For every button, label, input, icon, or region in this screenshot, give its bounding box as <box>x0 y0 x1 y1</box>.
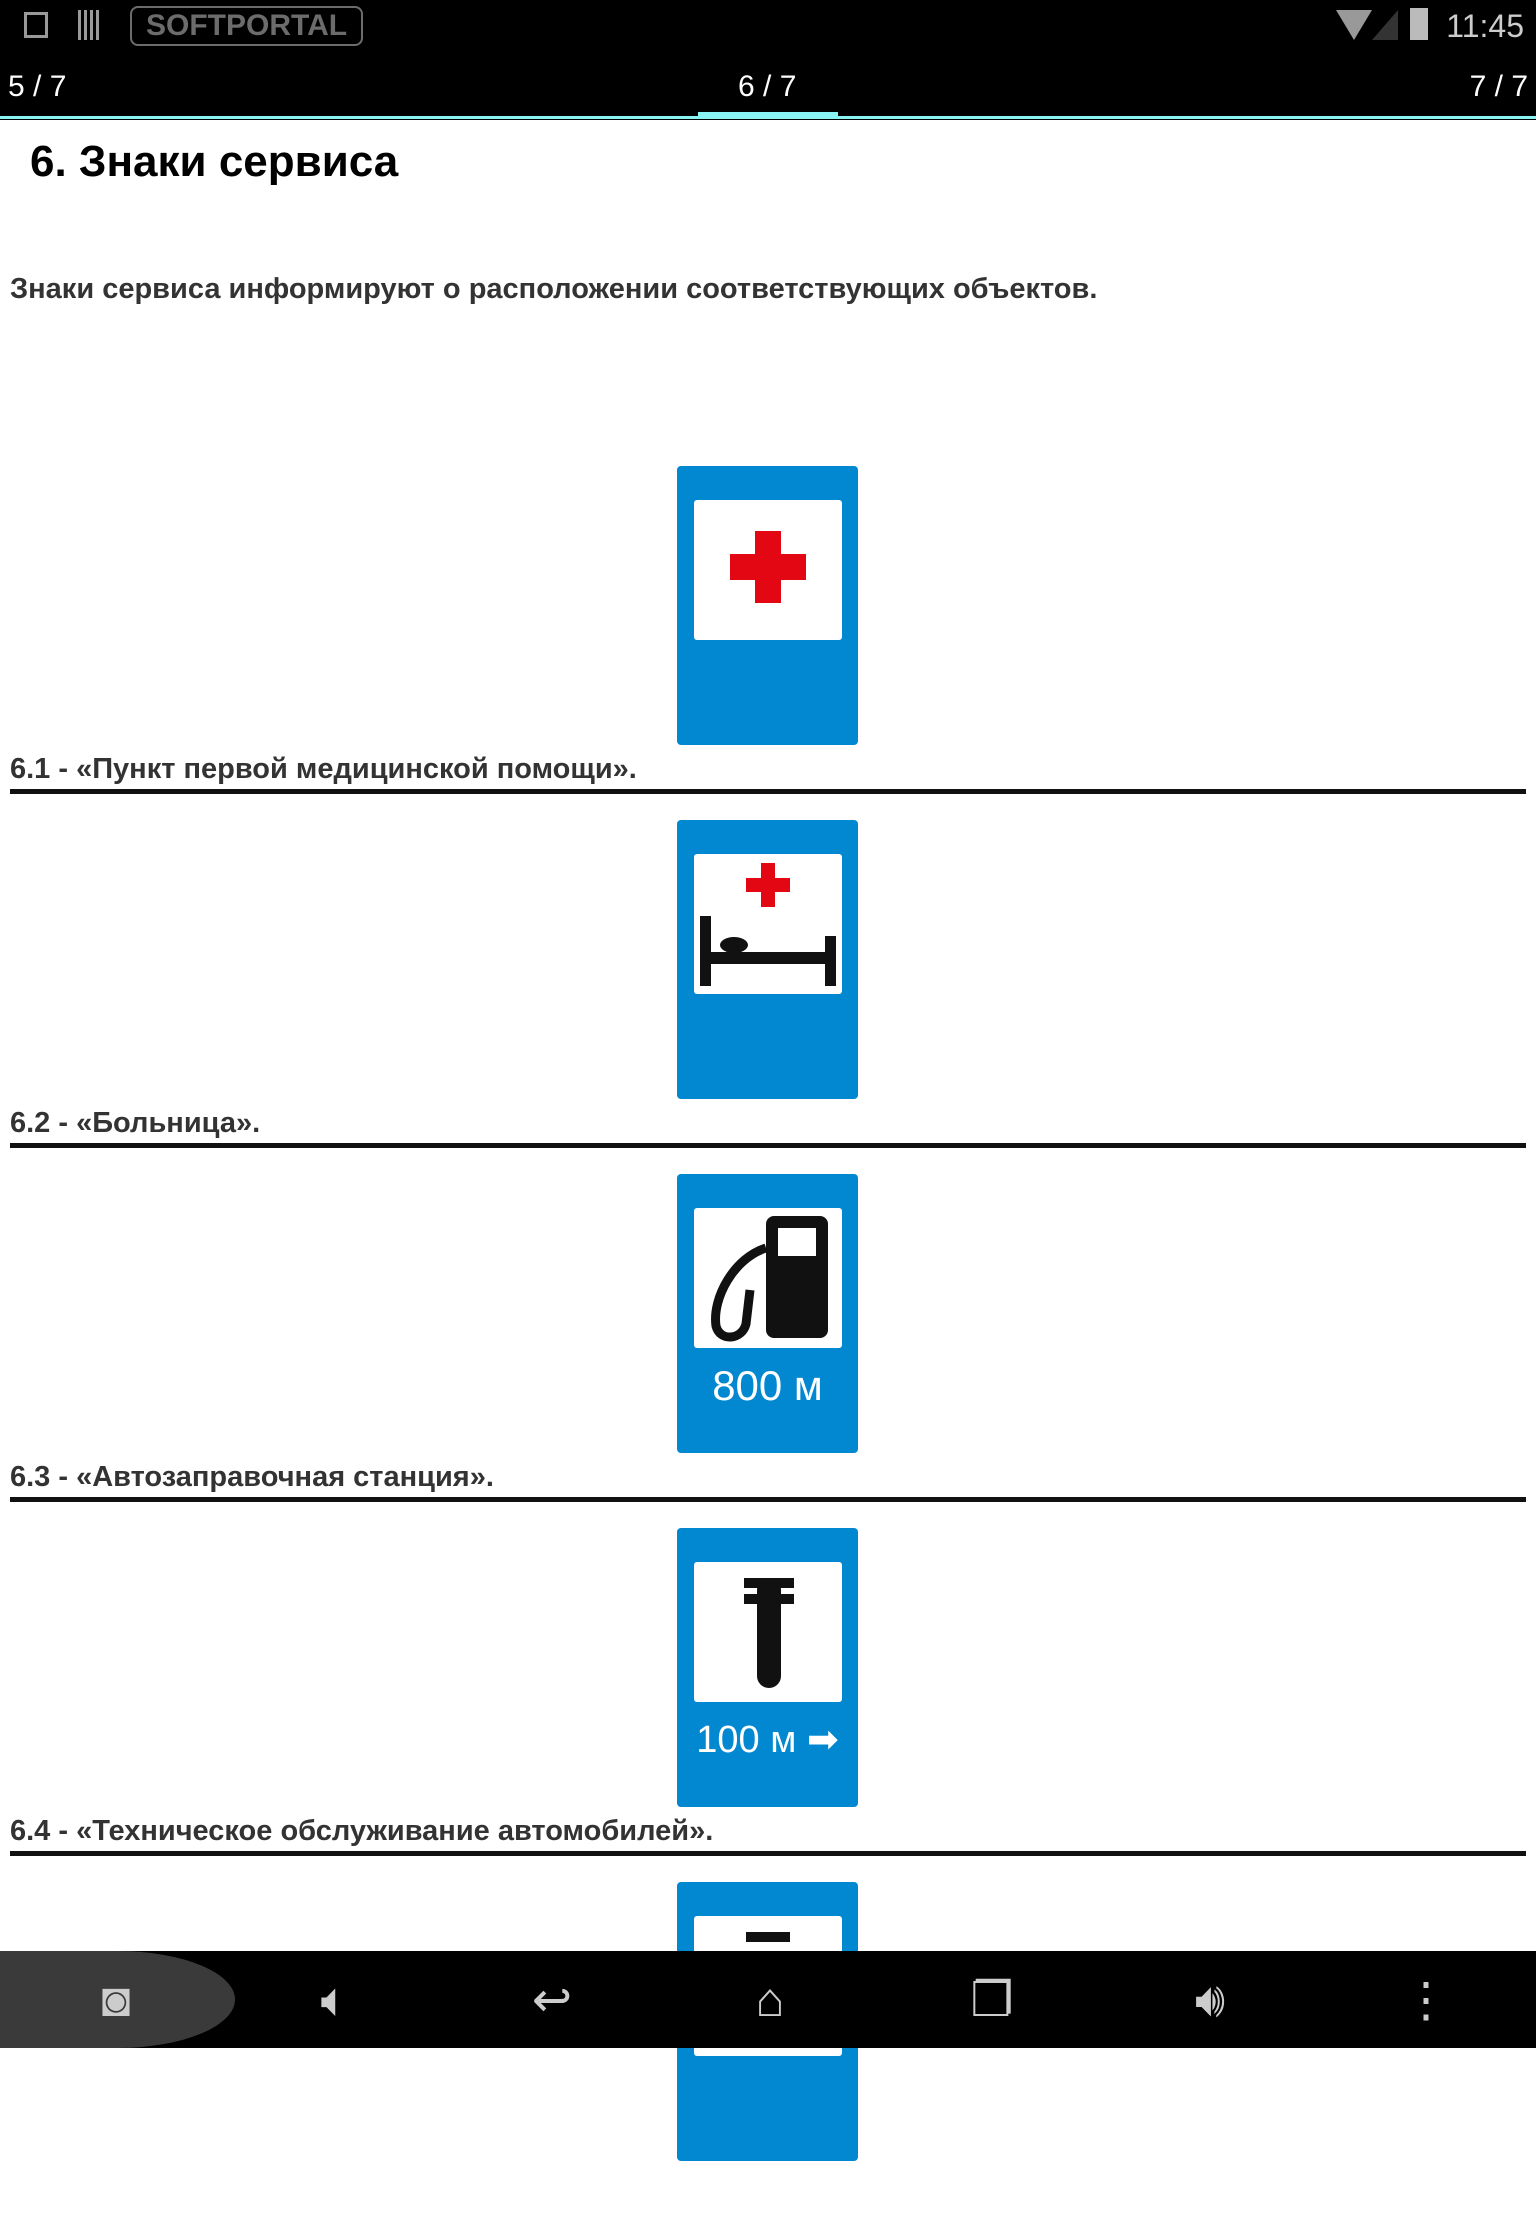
tab-current[interactable]: 6 / 7 <box>738 70 797 103</box>
sign-caption: 6.4 - «Техническое обслуживание автомоби… <box>10 1815 714 1847</box>
battery-charging-icon <box>1410 8 1428 40</box>
page-title: 6. Знаки сервиса <box>30 137 399 186</box>
screenshot-camera-icon[interactable]: ◙ <box>101 1974 131 2027</box>
tab-next[interactable]: 7 / 7 <box>1469 70 1528 103</box>
first-aid-sign <box>677 466 858 745</box>
hospital-sign <box>677 820 858 1099</box>
barcode-notification-icon <box>78 10 102 40</box>
car-service-sign: 100 м ➡ <box>677 1528 858 1807</box>
sign-item: 6.1 - «Пункт первой медицинской помощи». <box>0 466 1536 820</box>
divider <box>10 1497 1526 1502</box>
sign-item: 100 м ➡ 6.4 - «Техническое обслуживание … <box>0 1528 1536 1882</box>
distance-label: 100 м ➡ <box>696 1719 839 1761</box>
signal-icon <box>1372 10 1398 40</box>
intro-text: Знаки сервиса информируют о расположении… <box>10 273 1098 305</box>
sign-caption: 6.2 - «Больница». <box>10 1107 261 1139</box>
watermark-logo: SOFTPORTAL <box>130 6 364 46</box>
page-tabs: 5 / 7 6 / 7 7 / 7 <box>0 52 1536 120</box>
tab-prev[interactable]: 5 / 7 <box>8 70 67 103</box>
divider <box>10 1143 1526 1148</box>
sign-item: 800 м 6.3 - «Автозаправочная станция». <box>0 1174 1536 1528</box>
back-icon[interactable]: ↩ <box>531 1974 573 2027</box>
clock: 11:45 <box>1446 8 1524 44</box>
red-cross-icon <box>730 531 806 603</box>
wifi-icon <box>1336 10 1372 40</box>
sign-item: 6.2 - «Больница». <box>0 820 1536 1174</box>
sign-caption: 6.1 - «Пункт первой медицинской помощи». <box>10 753 637 785</box>
navigation-bar: ◙ 🔈︎ ↩ ⌂ ❐ 🔊︎ ⋮ <box>0 1951 1536 2048</box>
divider <box>10 1851 1526 1856</box>
tab-indicator <box>698 112 838 119</box>
menu-overflow-icon[interactable]: ⋮ <box>1402 1974 1450 2027</box>
recent-apps-icon[interactable]: ❐ <box>970 1974 1014 2027</box>
divider <box>10 789 1526 794</box>
distance-label: 800 м <box>712 1362 823 1409</box>
hospital-bed-icon <box>700 863 836 986</box>
volume-up-icon[interactable]: 🔊︎ <box>1194 1974 1226 2027</box>
home-icon[interactable]: ⌂ <box>755 1974 785 2027</box>
screenshot-button-bg <box>0 1951 235 2048</box>
sign-caption: 6.3 - «Автозаправочная станция». <box>10 1461 494 1493</box>
status-bar: 11:45 SOFTPORTAL <box>0 0 1536 52</box>
sign-item-partial <box>0 1882 1536 2236</box>
fuel-pump-icon <box>711 1216 828 1342</box>
gas-station-sign: 800 м <box>677 1174 858 1453</box>
gallery-notification-icon <box>24 12 48 38</box>
volume-down-icon[interactable]: 🔈︎ <box>320 1974 350 2027</box>
wrench-icon <box>744 1578 794 1688</box>
